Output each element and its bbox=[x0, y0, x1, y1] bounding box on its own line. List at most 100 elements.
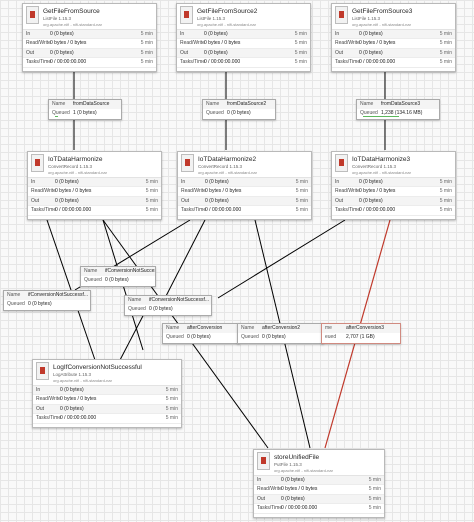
connection-name: fromDataSource3 bbox=[381, 101, 421, 107]
processor-bundle: org.apache.nifi - nifi-standard-nar bbox=[352, 170, 411, 175]
processor-name: IoTDataHarmonize bbox=[48, 156, 103, 163]
processor-type: PutFile 1.15.3 bbox=[274, 462, 302, 467]
processor-logifconversionnotsuccessful[interactable]: LogIfConversionNotSuccessful LogAttribut… bbox=[32, 359, 182, 428]
processor-iotdataharmonize3[interactable]: IoTDataHarmonize3 ConvertRecord 1.15.3 o… bbox=[331, 151, 456, 220]
processor-type: ConvertRecord 1.15.3 bbox=[48, 164, 93, 169]
processor-bundle: org.apache.nifi - nifi-standard-nar bbox=[198, 170, 257, 175]
processor-bundle: org.apache.nifi - nifi-standard-nar bbox=[197, 22, 256, 27]
processor-bundle: org.apache.nifi - nifi-standard-nar bbox=[48, 170, 107, 175]
connection-queued: 1,238 (134.16 MB) bbox=[381, 110, 423, 116]
processor-name: IoTDataHarmonize3 bbox=[352, 156, 411, 163]
processor-bundle: org.apache.nifi - nifi-standard-nar bbox=[53, 378, 112, 383]
processor-type: ListFile 1.15.3 bbox=[43, 16, 72, 21]
processor-name: GetFileFromSource bbox=[43, 8, 100, 15]
processor-type: ListFile 1.15.3 bbox=[352, 16, 381, 21]
processor-name: LogIfConversionNotSuccessful bbox=[53, 364, 142, 371]
processor-getfilefromsource2[interactable]: GetFileFromSource2 ListFile 1.15.3 org.a… bbox=[176, 3, 311, 72]
processor-icon bbox=[335, 154, 348, 172]
processor-bundle: org.apache.nifi - nifi-standard-nar bbox=[352, 22, 411, 27]
connection-queued: 0 (0 bytes) bbox=[149, 306, 173, 312]
processor-type: ListFile 1.15.3 bbox=[197, 16, 226, 21]
processor-name: GetFileFromSource3 bbox=[352, 8, 413, 15]
connection-queued: 0 (0 bytes) bbox=[28, 301, 52, 307]
connection-queued: 0 (0 bytes) bbox=[105, 277, 129, 283]
connection-name: ifConversionNotSuccessf... bbox=[28, 292, 89, 298]
processor-icon bbox=[181, 154, 194, 172]
connection-name: afterConversion bbox=[187, 325, 223, 331]
processor-type: ConvertRecord 1.15.3 bbox=[198, 164, 243, 169]
processor-getfilefromsource3[interactable]: GetFileFromSource3 ListFile 1.15.3 org.a… bbox=[331, 3, 456, 72]
connection-queued: 2,707 (1 GB) bbox=[346, 334, 375, 340]
connection-queued: 0 (0 bytes) bbox=[227, 110, 251, 116]
processor-type: ConvertRecord 1.15.3 bbox=[352, 164, 397, 169]
queue-bar bbox=[55, 115, 58, 117]
processor-bundle: org.apache.nifi - nifi-standard-nar bbox=[274, 468, 333, 473]
processor-getfilefromsource[interactable]: GetFileFromSource ListFile 1.15.3 org.ap… bbox=[22, 3, 157, 72]
processor-icon bbox=[26, 6, 39, 24]
connection-name: ifConversionNotSuccessf... bbox=[105, 268, 155, 274]
processor-bundle: org.apache.nifi - nifi-standard-nar bbox=[43, 22, 102, 27]
processor-icon bbox=[257, 452, 270, 470]
connection-name: fromDataSource bbox=[73, 101, 110, 107]
processor-name: IoTDataHarmonize2 bbox=[198, 156, 257, 163]
connection-name: fromDataSource2 bbox=[227, 101, 267, 107]
connection-queued: 0 (0 bytes) bbox=[187, 334, 211, 340]
processor-name: storeUnifiedFile bbox=[274, 454, 320, 461]
processor-icon bbox=[180, 6, 193, 24]
connection-name: afterConversion3 bbox=[346, 325, 385, 331]
connection-name: afterConversion2 bbox=[262, 325, 301, 331]
connection-queued: 1 (0 bytes) bbox=[73, 110, 97, 116]
processor-iotdataharmonize2[interactable]: IoTDataHarmonize2 ConvertRecord 1.15.3 o… bbox=[177, 151, 312, 220]
processor-icon bbox=[335, 6, 348, 24]
processor-storeunifiedfile[interactable]: storeUnifiedFile PutFile 1.15.3 org.apac… bbox=[253, 449, 385, 518]
connection-queued: 0 (0 bytes) bbox=[262, 334, 286, 340]
processor-type: LogAttribute 1.15.3 bbox=[53, 372, 92, 377]
processor-icon bbox=[31, 154, 44, 172]
processor-icon bbox=[36, 362, 49, 380]
processor-iotdataharmonize[interactable]: IoTDataHarmonize ConvertRecord 1.15.3 or… bbox=[27, 151, 162, 220]
queue-bar bbox=[363, 115, 399, 117]
connection-name: ifConversionNotSuccessf... bbox=[149, 297, 210, 303]
